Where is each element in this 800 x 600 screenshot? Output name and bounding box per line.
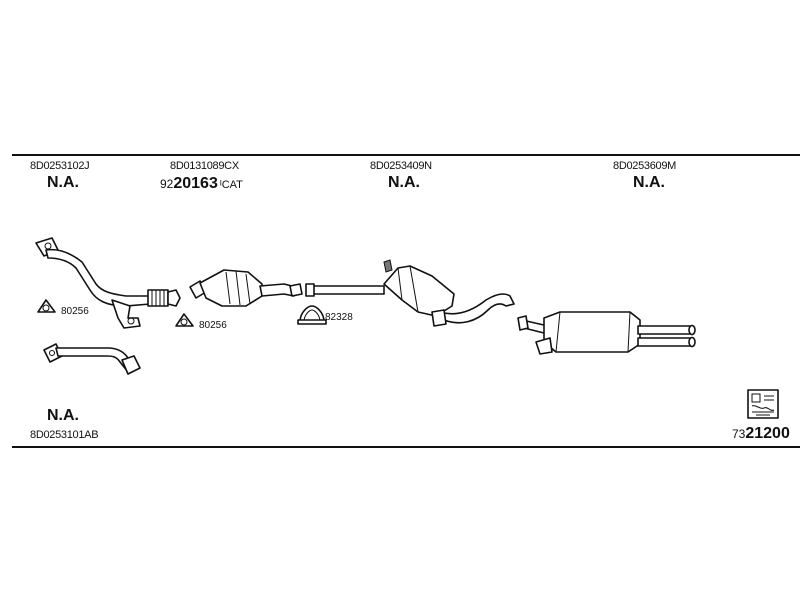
front-pipe-2-status: N.A. — [47, 407, 79, 424]
gasket-icon — [175, 313, 194, 327]
top-divider — [12, 154, 800, 156]
middle-silencer-status: N.A. — [388, 174, 420, 191]
gasket-icon — [37, 299, 56, 313]
front-pipe-2-icon — [43, 343, 141, 375]
gasket-2-number: 80256 — [199, 320, 227, 331]
rear-silencer-status: N.A. — [633, 174, 665, 191]
middle-silencer-oem: 8D0253409N — [370, 160, 432, 172]
kit-number: 7321200 — [732, 425, 790, 442]
front-pipe-status: N.A. — [47, 174, 79, 191]
bottom-divider — [12, 446, 800, 448]
catalytic-converter-icon — [189, 269, 303, 307]
front-pipe-oem: 8D0253102J — [30, 160, 90, 172]
kit-logo-icon — [747, 389, 779, 419]
clamp-icon — [297, 305, 327, 325]
rear-silencer-oem: 8D0253609M — [613, 160, 677, 172]
rear-silencer-icon — [517, 311, 696, 355]
catalyst-oem: 8D0131089CX — [170, 160, 239, 172]
clamp-number: 82328 — [325, 312, 353, 323]
middle-silencer-icon — [305, 259, 515, 327]
gasket-1-number: 80256 — [61, 306, 89, 317]
front-pipe-2-oem: 8D0253101AB — [30, 429, 99, 441]
front-pipe-icon — [35, 237, 181, 329]
